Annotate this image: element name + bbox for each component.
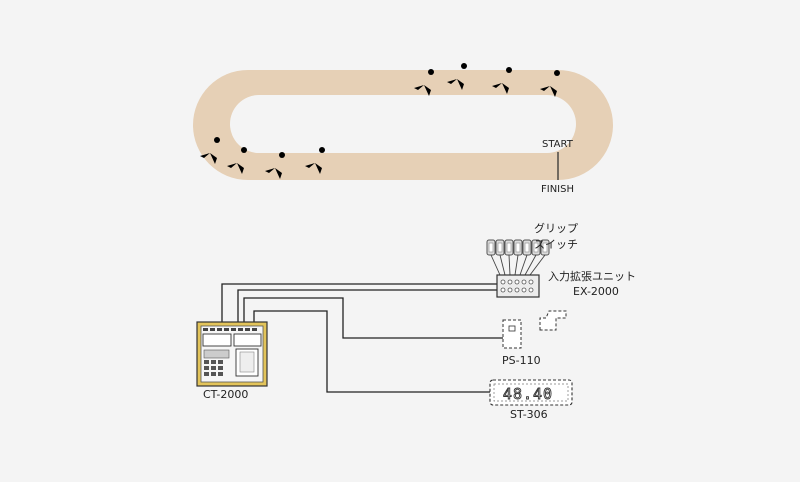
controller-printer-paper — [239, 351, 255, 373]
grip-switch-cables — [490, 254, 546, 276]
grip-switch-label-line2: スイッチ — [534, 238, 578, 251]
grip-switch-icon — [540, 239, 550, 256]
expansion-unit-label-line1: 入力拡張ユニット — [548, 269, 636, 283]
grip-switch-icon — [486, 239, 496, 256]
expansion-unit: 入力拡張ユニット EX-2000 — [496, 269, 636, 298]
controller-screen-right — [233, 333, 262, 347]
controller-keypad — [203, 349, 230, 359]
start-label: START — [542, 139, 574, 150]
expansion-unit-ports — [500, 279, 534, 293]
expansion-unit-label-line2: EX-2000 — [573, 285, 619, 298]
expansion-unit-body — [496, 274, 540, 298]
wiring — [221, 283, 503, 393]
display-board-screen — [493, 383, 569, 402]
display-board-label: ST-306 — [510, 408, 548, 421]
running-track: START FINISH — [193, 70, 613, 195]
reflector-icon — [539, 310, 567, 331]
track-infield — [230, 95, 576, 153]
grip-switch-icon — [513, 239, 523, 256]
controller-screen-left — [202, 333, 232, 347]
grip-switch-icon — [522, 239, 532, 256]
photo-sensor: PS-110 — [502, 310, 567, 367]
photo-sensor-icon — [502, 319, 522, 349]
wire-ex2000-lower — [237, 289, 497, 322]
controller: CT-2000 — [196, 321, 268, 401]
grip-switch-group: グリップ スイッチ — [486, 221, 578, 276]
finish-label: FINISH — [541, 184, 574, 195]
photo-sensor-lens — [508, 325, 516, 332]
wire-to-ps110 — [243, 297, 503, 339]
display-board: 48.40 ST-306 — [489, 379, 573, 421]
grip-switch-label-line1: グリップ — [534, 221, 578, 235]
display-readout: 48.40 — [503, 385, 553, 403]
grip-switch-icon — [495, 239, 505, 256]
controller-top-buttons — [203, 328, 257, 331]
wire-to-st306 — [253, 310, 493, 393]
wire-to-ex2000 — [221, 283, 497, 322]
controller-keys — [204, 360, 223, 376]
grip-switch-icon — [504, 239, 514, 256]
photo-sensor-label: PS-110 — [502, 354, 541, 367]
controller-label: CT-2000 — [203, 388, 248, 401]
